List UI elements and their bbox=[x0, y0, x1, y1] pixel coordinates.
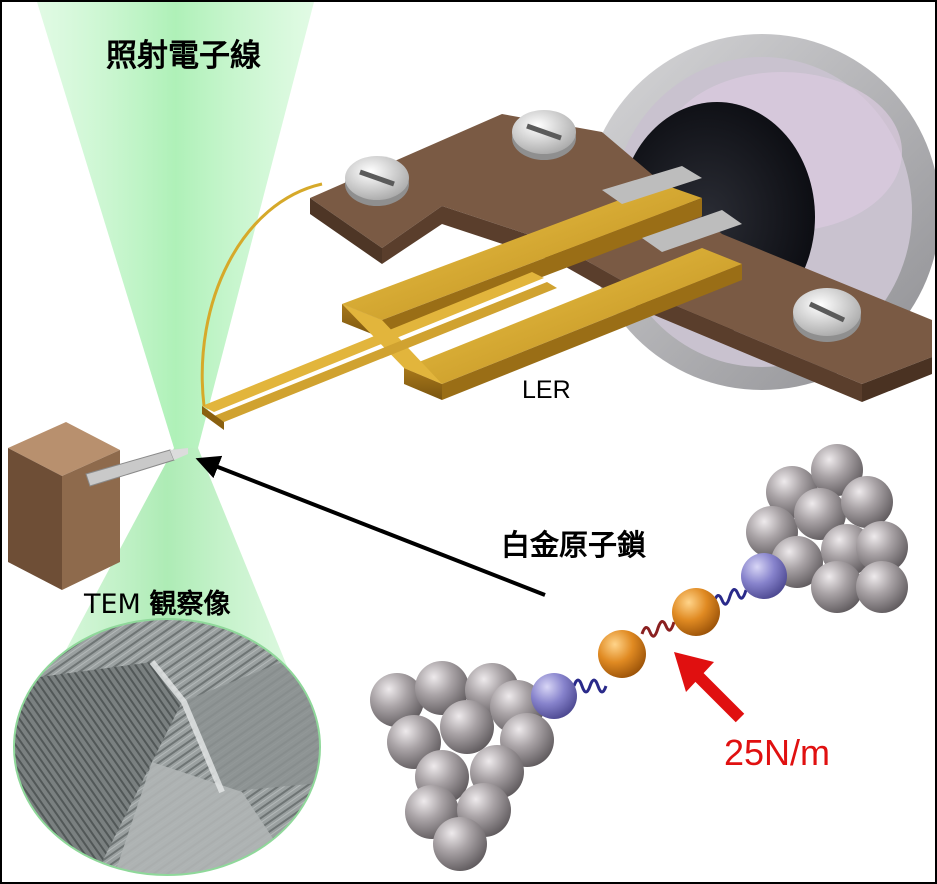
electron-beam-top bbox=[37, 2, 314, 448]
tem-label-main: 観察像 bbox=[149, 589, 231, 620]
sample-holder-block bbox=[8, 422, 120, 590]
platinum-chain-label: 白金原子鎖 bbox=[501, 528, 647, 562]
sample-tip-rod bbox=[85, 448, 188, 487]
atom-cluster-right bbox=[746, 444, 908, 613]
spring-blue-right bbox=[712, 588, 748, 606]
tem-label-prefix: TEM bbox=[84, 589, 141, 620]
red-arrow-icon bbox=[674, 652, 745, 723]
spring-constant-label: 25N/m bbox=[724, 732, 831, 773]
screw-icon bbox=[345, 156, 409, 206]
screw-icon bbox=[512, 110, 576, 160]
spring-blue-left bbox=[572, 678, 608, 694]
tem-image bbox=[14, 619, 320, 875]
atom-blue-right bbox=[741, 553, 787, 599]
spring-red-center bbox=[640, 620, 676, 638]
tem-image-label: TEM 観察像 bbox=[84, 582, 230, 621]
atom-blue-left bbox=[531, 673, 577, 719]
ler-label: LER bbox=[522, 376, 571, 404]
screw-icon bbox=[793, 288, 861, 342]
ler-frame bbox=[200, 166, 742, 430]
atom-orange-right bbox=[672, 588, 720, 636]
holder-plate bbox=[310, 114, 932, 402]
atom-orange-left bbox=[598, 630, 646, 678]
electron-beam-label: 照射電子線 bbox=[106, 38, 261, 74]
atom-cluster-left bbox=[370, 661, 554, 871]
tem-image-border bbox=[13, 618, 321, 876]
black-arrow-icon bbox=[195, 455, 546, 597]
